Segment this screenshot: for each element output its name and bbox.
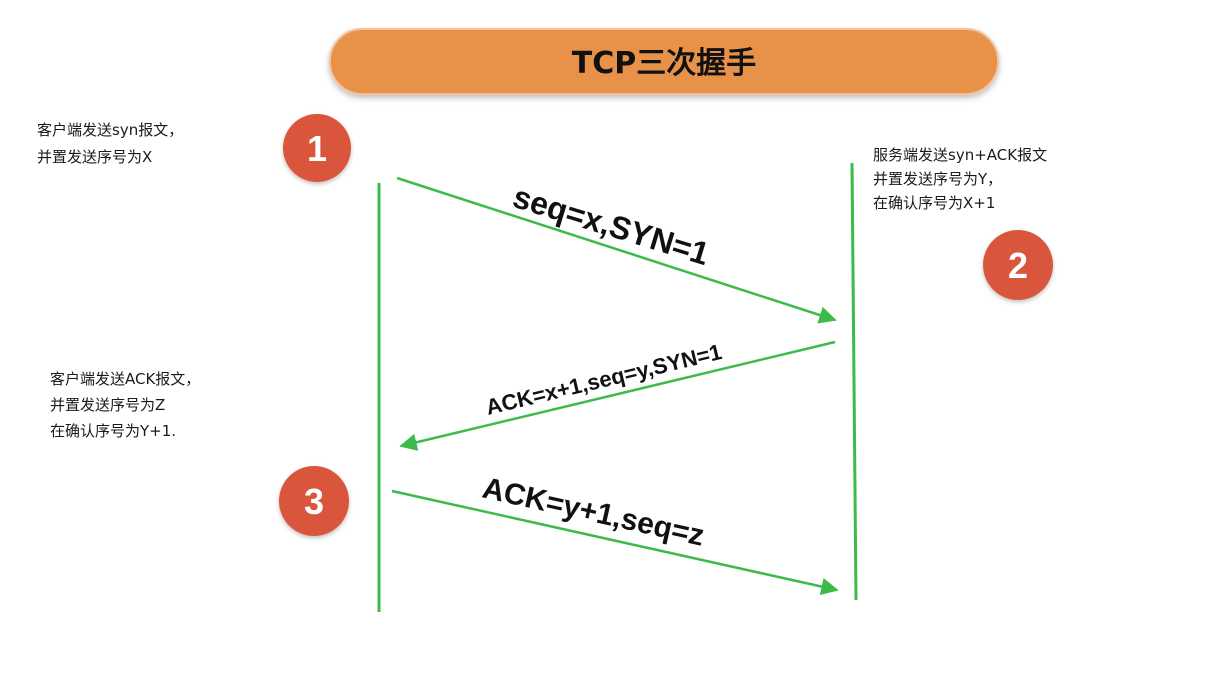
- syn-ack-message-label: ACK=x+1,seq=y,SYN=1: [483, 339, 724, 420]
- step2-note-line: 服务端发送syn+ACK报文: [873, 146, 1047, 164]
- badge-circle: [983, 230, 1053, 300]
- step1-note-line: 客户端发送syn报文，: [37, 121, 183, 139]
- title-bar-background: [329, 28, 999, 95]
- ack-message-label: ACK=y+1,seq=z: [479, 472, 707, 553]
- server-lifeline: [850, 162, 858, 601]
- step3-note: 客户端发送ACK报文， 并置发送序号为Z 在确认序号为Y+1.: [50, 370, 200, 440]
- ack-arrow: [391, 489, 839, 596]
- step3-note-line: 客户端发送ACK报文，: [50, 370, 200, 388]
- badge-circle: [283, 114, 351, 182]
- badge-number: 2: [1008, 245, 1028, 286]
- step2-note: 服务端发送syn+ACK报文 并置发送序号为Y， 在确认序号为X+1: [873, 146, 1047, 212]
- step1-note: 客户端发送syn报文， 并置发送序号为X: [37, 121, 183, 166]
- syn-arrow: [396, 176, 837, 324]
- step-badge-3: 3: [279, 466, 349, 536]
- step-badge-2: 2: [983, 230, 1053, 300]
- syn-ack-arrow: [399, 340, 836, 451]
- step2-note-line: 并置发送序号为Y，: [873, 170, 1002, 188]
- step-badge-1: 1: [283, 114, 351, 182]
- step3-note-line: 在确认序号为Y+1.: [50, 422, 176, 440]
- badge-number: 1: [307, 128, 327, 169]
- step1-note-line: 并置发送序号为X: [37, 148, 152, 166]
- step3-note-line: 并置发送序号为Z: [50, 396, 165, 414]
- badge-circle: [279, 466, 349, 536]
- step2-note-line: 在确认序号为X+1: [873, 194, 995, 212]
- title-bar: TCP三次握手: [329, 28, 999, 95]
- badge-number: 3: [304, 481, 324, 522]
- diagram-title: TCP三次握手: [572, 46, 756, 81]
